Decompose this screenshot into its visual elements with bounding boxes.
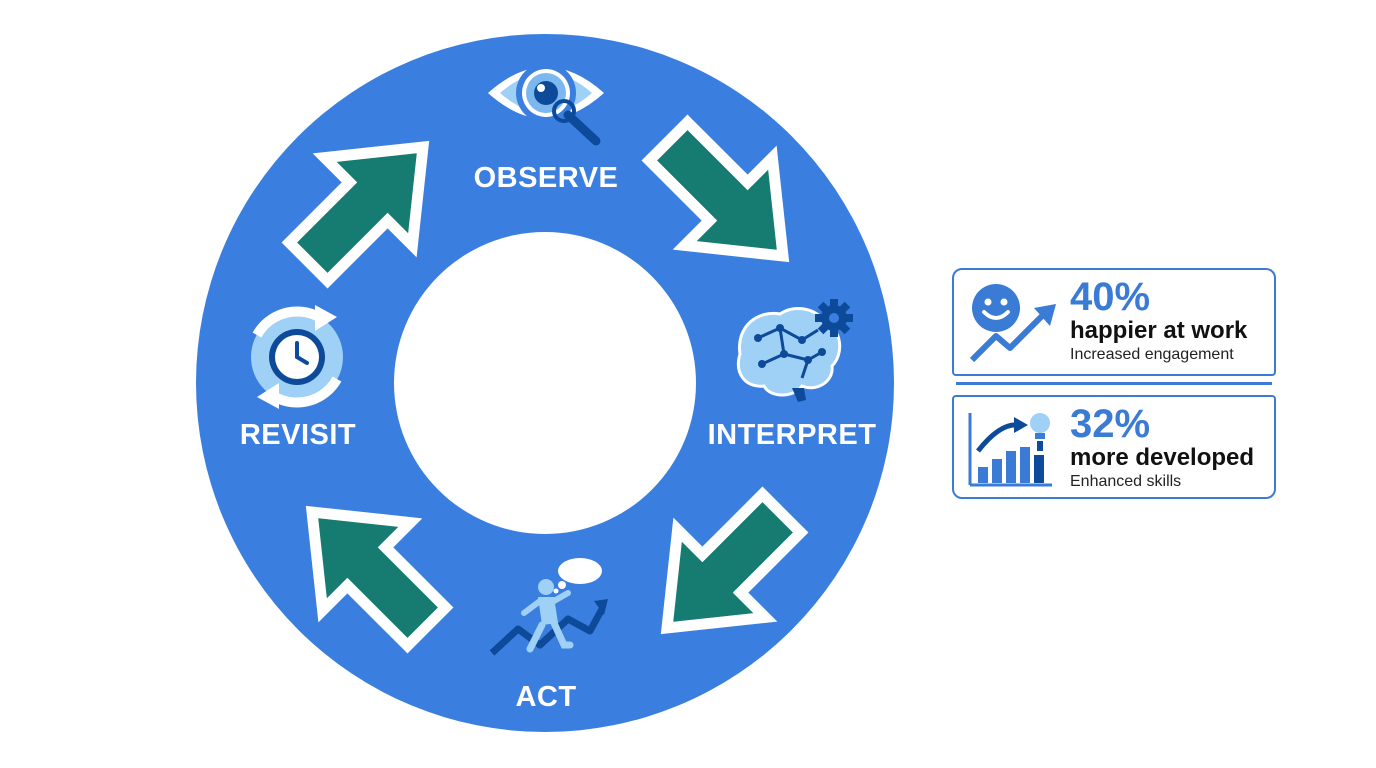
- stat-value: 40%: [1070, 275, 1151, 319]
- stat-panel-engagement: 40% happier at work Increased engagement: [952, 268, 1276, 376]
- stage-label-act: ACT: [515, 681, 576, 713]
- stat-caption: Increased engagement: [1070, 346, 1234, 363]
- stats-divider: [956, 382, 1272, 385]
- runner-growth-icon: [489, 558, 608, 656]
- stats-card: 40% happier at work Increased engagement…: [952, 268, 1276, 499]
- stat-panel-skills: 32% more developed Enhanced skills: [952, 395, 1276, 499]
- arrow-revisit-to-observe: [281, 140, 430, 289]
- stat-headline: happier at work: [1070, 317, 1248, 344]
- stage-label-revisit: REVISIT: [240, 419, 356, 451]
- arrow-act-to-revisit: [305, 505, 454, 654]
- arrow-observe-to-interpret: [641, 114, 790, 263]
- bar-chart-lightbulb-icon: [968, 413, 1052, 487]
- stage-label-interpret: INTERPRET: [708, 419, 877, 451]
- stat-value: 32%: [1070, 402, 1151, 446]
- stat-caption: Enhanced skills: [1070, 473, 1182, 490]
- cycle-diagram: OBSERVE INTERPRET: [196, 34, 894, 732]
- eye-magnifier-icon: [488, 63, 604, 146]
- arrow-interpret-to-act: [660, 486, 809, 635]
- clock-cycle-icon: [251, 305, 343, 409]
- stat-headline: more developed: [1070, 444, 1255, 471]
- brain-gear-icon: [737, 299, 853, 402]
- stage-label-observe: OBSERVE: [474, 162, 619, 194]
- smiley-trend-icon: [969, 284, 1056, 363]
